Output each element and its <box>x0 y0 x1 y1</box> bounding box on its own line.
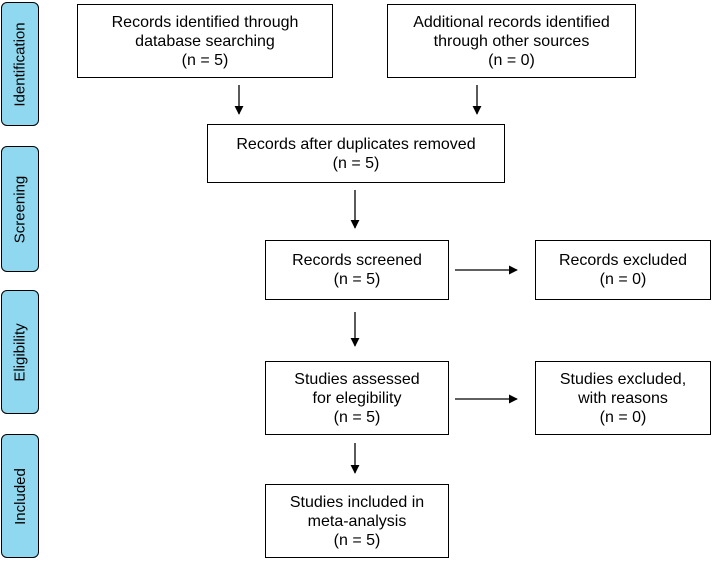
box-records-excluded-line-1: Records excluded <box>558 252 688 269</box>
stage-screening: Screening <box>1 146 39 272</box>
box-studies-excluded-reasons: Studies excluded, with reasons (n = 0) <box>535 361 711 435</box>
box-studies-included-line-2: meta-analysis <box>307 512 407 530</box>
box-database-records-line-3: (n = 5) <box>181 51 229 69</box>
box-studies-assessed-line-2: for elegibility <box>312 389 402 407</box>
box-other-records: Additional records identified through ot… <box>387 4 636 78</box>
box-studies-assessed-line-3: (n = 5) <box>333 408 381 426</box>
box-records-screened-line-2: (n = 5) <box>333 271 381 288</box>
box-after-duplicates-line-1: Records after duplicates removed <box>236 135 476 153</box>
stage-eligibility: Eligibility <box>1 290 39 414</box>
box-studies-excluded-reasons-line-1: Studies excluded, <box>559 370 687 388</box>
box-studies-included: Studies included in meta-analysis (n = 5… <box>265 484 449 558</box>
box-records-excluded: Records excluded (n = 0) <box>535 240 711 300</box>
box-other-records-line-1: Additional records identified <box>413 13 610 31</box>
box-database-records-line-1: Records identified through <box>111 13 299 31</box>
stage-identification: Identification <box>1 2 39 126</box>
box-studies-included-line-3: (n = 5) <box>333 531 381 549</box>
box-studies-assessed: Studies assessed for elegibility (n = 5) <box>265 361 449 435</box>
box-studies-excluded-reasons-line-3: (n = 0) <box>599 408 647 426</box>
box-database-records: Records identified through database sear… <box>77 4 333 78</box>
box-other-records-line-3: (n = 0) <box>488 51 535 69</box>
box-records-screened-line-1: Records screened <box>292 252 422 269</box>
box-database-records-line-2: database searching <box>135 32 275 50</box>
stage-included: Included <box>1 434 39 558</box>
box-other-records-line-2: through other sources <box>433 32 590 50</box>
box-studies-assessed-line-1: Studies assessed <box>294 370 420 388</box>
box-after-duplicates-line-2: (n = 5) <box>332 154 380 172</box>
box-records-screened: Records screened (n = 5) <box>265 240 449 300</box>
box-studies-included-line-1: Studies included in <box>289 493 425 511</box>
box-records-excluded-line-2: (n = 0) <box>599 271 647 288</box>
box-after-duplicates: Records after duplicates removed (n = 5) <box>207 124 505 183</box>
box-studies-excluded-reasons-line-2: with reasons <box>578 389 668 407</box>
